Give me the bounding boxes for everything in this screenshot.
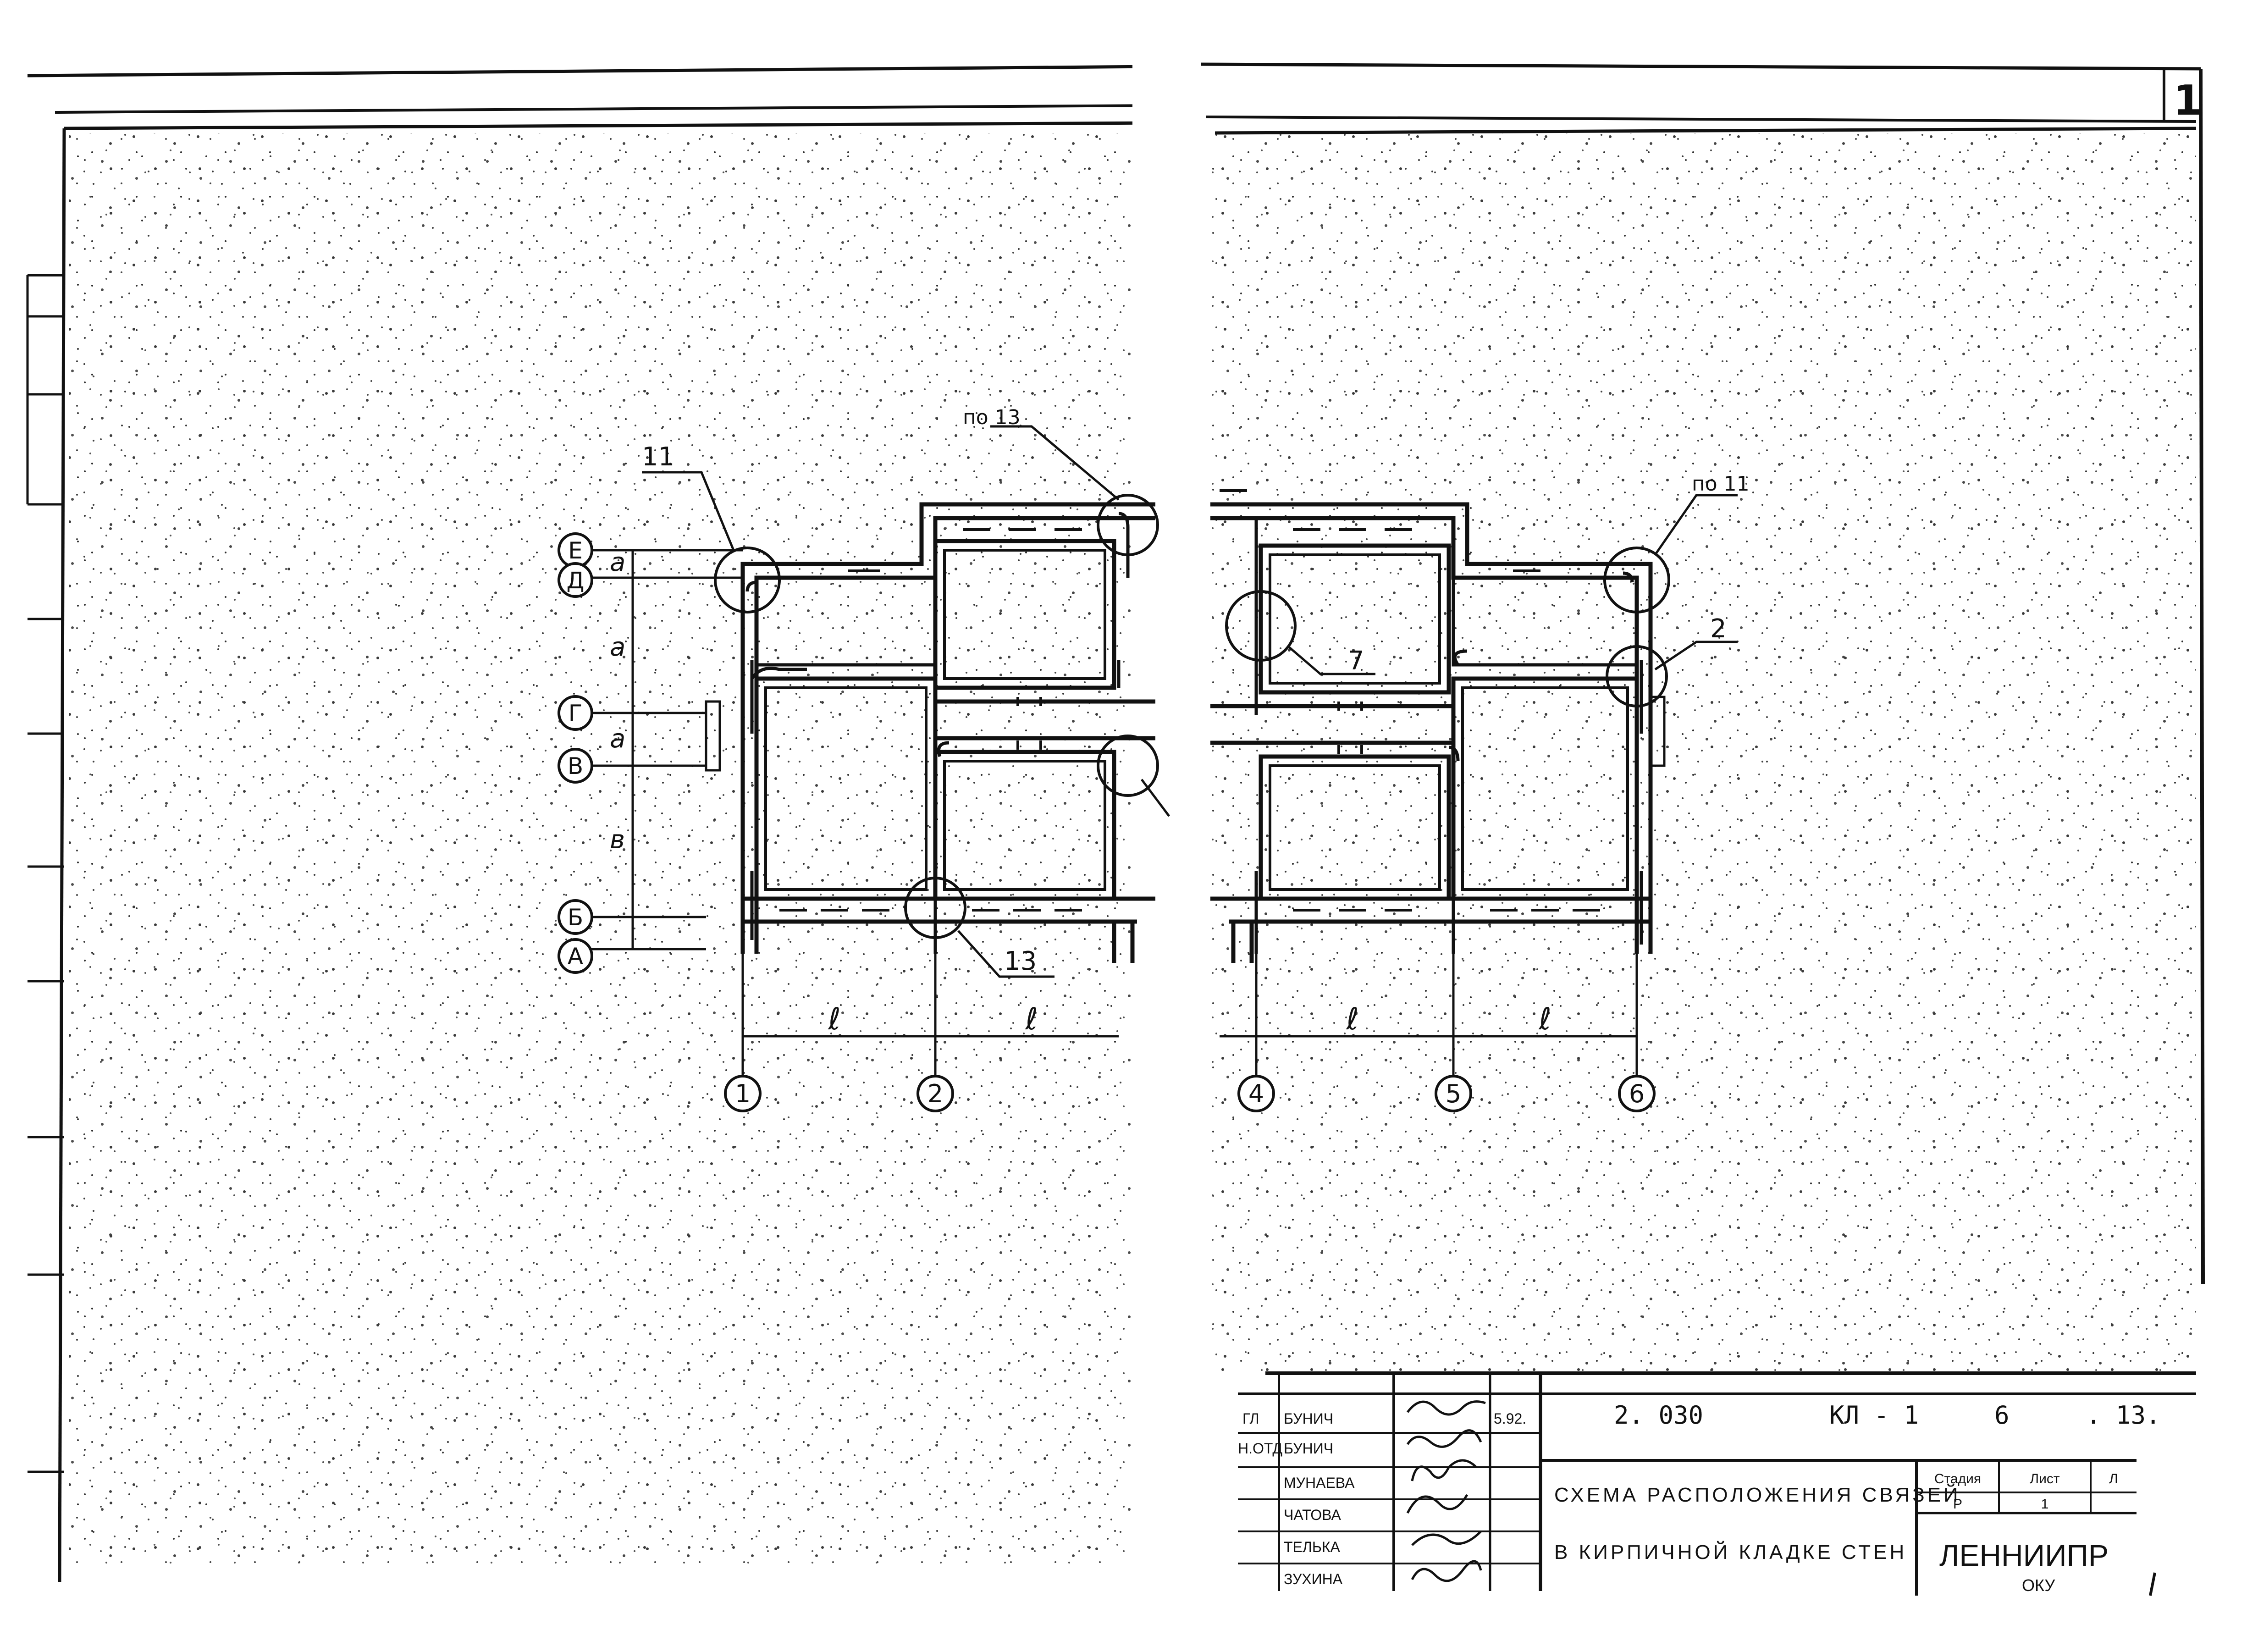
doc-code-part: . 13. (2086, 1401, 2161, 1430)
sheet-frame (26, 55, 2205, 1605)
doc-code-part: 6 (1994, 1401, 2010, 1430)
row-dimension: а (610, 724, 625, 754)
title-block (1238, 1371, 2196, 1596)
stray-mark (2149, 1572, 2156, 1596)
stage-value: Р (1953, 1497, 1962, 1512)
row-axis-label: А (568, 943, 583, 970)
span-label: ℓ (1346, 1001, 1358, 1037)
row-axis-label: Д (566, 567, 584, 594)
doc-code-part: КЛ - 1 (1829, 1401, 1919, 1430)
name-cell: БУНИЧ (1284, 1410, 1333, 1427)
row-dimension: а (610, 547, 625, 577)
drawing-title-line: СХЕМА РАСПОЛОЖЕНИЯ СВЯЗЕЙ (1554, 1483, 1961, 1506)
column-axis-label: 1 (735, 1079, 751, 1108)
callout-label: 11 (642, 442, 674, 472)
doc-code-part: 2. 030 (1614, 1401, 1703, 1430)
row-axis-label: В (568, 753, 583, 779)
row-dimension: в (610, 825, 625, 855)
span-label: ℓ (828, 1001, 840, 1037)
callout-label: по 11 (1692, 472, 1750, 496)
plan-left (591, 425, 1170, 1077)
callout-label: 7 (1348, 646, 1364, 676)
name-cell: ТЕЛЬКА (1284, 1539, 1341, 1555)
row-axis-markers (558, 532, 593, 974)
role-cell: ГЛ (1242, 1410, 1259, 1427)
row-axis-label: Г (569, 700, 583, 727)
signature (1406, 1400, 1486, 1582)
scan-noise (69, 133, 2196, 1564)
column-axis-label: 2 (928, 1079, 943, 1108)
span-label: ℓ (1538, 1001, 1551, 1037)
plan-right (1210, 489, 1738, 1077)
name-cell: ЧАТОВА (1284, 1507, 1341, 1523)
callout-label: по 13 (963, 406, 1021, 429)
name-cell: ЗУХИНА (1284, 1571, 1343, 1587)
organization-sub: ОКУ (2022, 1576, 2055, 1595)
row-axis-label: Б (568, 904, 583, 931)
column-axis-label: 4 (1248, 1079, 1264, 1108)
column-axis-label: 5 (1446, 1079, 1461, 1108)
span-label: ℓ (1025, 1001, 1038, 1037)
callout-label: 2 (1710, 614, 1727, 644)
name-cell: МУНАЕВА (1284, 1475, 1355, 1491)
column-axis-markers (724, 1075, 1656, 1112)
role-cell: Н.ОТД (1238, 1440, 1282, 1457)
name-cell: БУНИЧ (1284, 1440, 1333, 1457)
drawing-title-line: В КИРПИЧНОЙ КЛАДКЕ СТЕН (1554, 1540, 1907, 1564)
sheet-number: 1 (2173, 77, 2202, 125)
column-axis-label: 6 (1629, 1079, 1645, 1108)
sheets-header: Л (2109, 1471, 2118, 1486)
sheet-header: Лист (2030, 1471, 2059, 1486)
row-dimension: а (610, 632, 625, 662)
stage-header: Стадия (1934, 1471, 1981, 1486)
date-cell: 5.92. (1494, 1410, 1526, 1427)
row-axis-label: Е (568, 537, 583, 564)
sheet-value: 1 (2041, 1497, 2049, 1512)
callout-label: 13 (1004, 946, 1037, 976)
organization-name: ЛЕННИИПР (1939, 1538, 2109, 1572)
